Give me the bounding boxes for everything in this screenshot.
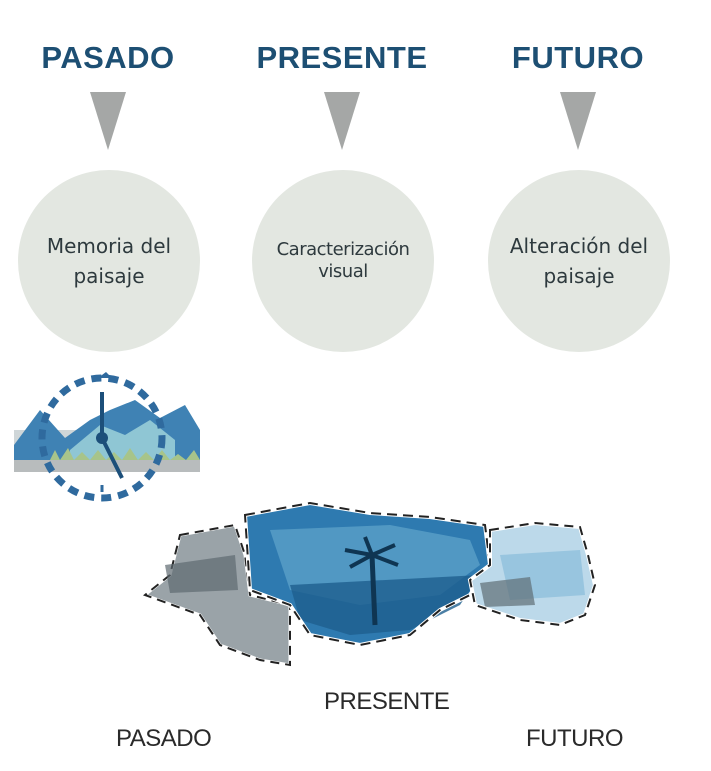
landscape-collage-image bbox=[141, 500, 598, 667]
heading-pasado: PASADO bbox=[41, 40, 175, 75]
circle-text-pasado: Memoria del paisaje bbox=[46, 234, 172, 288]
bottom-label-presente: PRESENTE bbox=[324, 688, 450, 715]
down-arrow-presente bbox=[324, 92, 360, 150]
down-arrow-pasado bbox=[90, 92, 126, 150]
circle-presente: Caracterización visual bbox=[252, 170, 434, 352]
bottom-label-futuro: FUTURO bbox=[526, 725, 623, 752]
bottom-label-pasado: PASADO bbox=[116, 725, 212, 752]
heading-presente: PRESENTE bbox=[256, 40, 428, 75]
circle-text-presente: Caracterización visual bbox=[276, 239, 410, 282]
heading-futuro: FUTURO bbox=[511, 40, 645, 75]
circle-futuro: Alteración del paisaje bbox=[488, 170, 670, 352]
clock-landscape-icon bbox=[14, 372, 200, 502]
down-arrow-futuro bbox=[560, 92, 596, 150]
circle-text-futuro: Alteración del paisaje bbox=[509, 234, 649, 288]
circle-pasado: Memoria del paisaje bbox=[18, 170, 200, 352]
